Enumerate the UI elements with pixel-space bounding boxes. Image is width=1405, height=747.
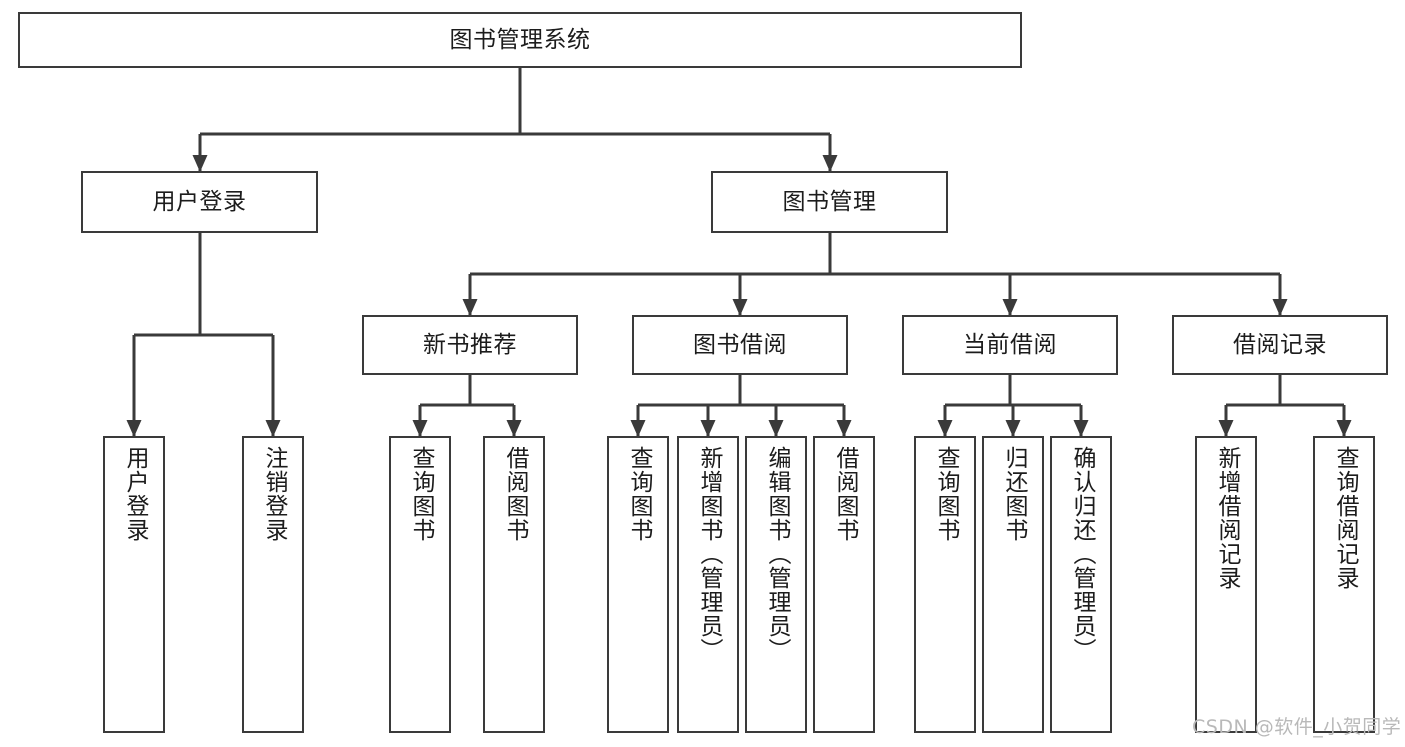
node-leaf-add-borrow-record[interactable]: 新增借阅记录 xyxy=(1195,436,1257,733)
node-label: 确认归还（管理员） xyxy=(1068,446,1095,662)
arrow-head xyxy=(412,420,428,437)
node-label: 查询图书 xyxy=(932,446,959,542)
node-leaf-query-book-rec[interactable]: 查询图书 xyxy=(389,436,451,733)
node-label: 图书管理 xyxy=(782,188,877,215)
arrow-head xyxy=(265,420,281,437)
arrow-head xyxy=(732,299,748,316)
arrow-head xyxy=(700,420,716,437)
node-label: 查询借阅记录 xyxy=(1331,446,1358,590)
node-leaf-user-logout[interactable]: 注销登录 xyxy=(242,436,304,733)
arrow-head xyxy=(768,420,784,437)
arrow-head xyxy=(1005,420,1021,437)
node-label: 编辑图书（管理员） xyxy=(763,446,790,662)
node-label: 用户登录 xyxy=(152,188,247,215)
node-label: 归还图书 xyxy=(1000,446,1027,542)
node-leaf-edit-book-admin[interactable]: 编辑图书（管理员） xyxy=(745,436,807,733)
arrow-head xyxy=(126,420,142,437)
node-leaf-borrow-book[interactable]: 借阅图书 xyxy=(813,436,875,733)
arrow-head xyxy=(506,420,522,437)
node-root[interactable]: 图书管理系统 xyxy=(18,12,1022,68)
node-book-manage[interactable]: 图书管理 xyxy=(711,171,948,233)
node-label: 借阅记录 xyxy=(1233,331,1327,358)
node-label: 新书推荐 xyxy=(423,331,517,358)
node-leaf-query-book-borrow[interactable]: 查询图书 xyxy=(607,436,669,733)
node-label: 查询图书 xyxy=(625,446,652,542)
node-leaf-borrow-book-rec[interactable]: 借阅图书 xyxy=(483,436,545,733)
arrow-head xyxy=(937,420,953,437)
arrow-head xyxy=(192,155,208,172)
node-new-book-recommend[interactable]: 新书推荐 xyxy=(362,315,578,375)
node-leaf-add-book-admin[interactable]: 新增图书（管理员） xyxy=(677,436,739,733)
arrow-head xyxy=(462,299,478,316)
node-label: 用户登录 xyxy=(121,446,148,542)
arrow-head xyxy=(1073,420,1089,437)
node-label: 新增图书（管理员） xyxy=(695,446,722,662)
node-label: 借阅图书 xyxy=(831,446,858,542)
node-leaf-return-book[interactable]: 归还图书 xyxy=(982,436,1044,733)
node-borrow-record[interactable]: 借阅记录 xyxy=(1172,315,1388,375)
arrow-head xyxy=(822,155,838,172)
arrow-head xyxy=(1002,299,1018,316)
node-label: 图书借阅 xyxy=(693,331,787,358)
node-label: 当前借阅 xyxy=(963,331,1057,358)
node-leaf-confirm-return-admin[interactable]: 确认归还（管理员） xyxy=(1050,436,1112,733)
node-current-borrow[interactable]: 当前借阅 xyxy=(902,315,1118,375)
arrow-head xyxy=(836,420,852,437)
arrow-head xyxy=(630,420,646,437)
node-label: 新增借阅记录 xyxy=(1213,446,1240,590)
node-leaf-query-book-current[interactable]: 查询图书 xyxy=(914,436,976,733)
node-user-login[interactable]: 用户登录 xyxy=(81,171,318,233)
node-label: 查询图书 xyxy=(407,446,434,542)
node-label: 图书管理系统 xyxy=(449,26,591,53)
node-label: 借阅图书 xyxy=(501,446,528,542)
node-book-borrow[interactable]: 图书借阅 xyxy=(632,315,848,375)
node-label: 注销登录 xyxy=(260,446,287,542)
watermark: CSDN @软件_小贺同学 xyxy=(1192,716,1402,738)
node-leaf-user-login[interactable]: 用户登录 xyxy=(103,436,165,733)
node-leaf-query-borrow-record[interactable]: 查询借阅记录 xyxy=(1313,436,1375,733)
arrow-head xyxy=(1272,299,1288,316)
arrow-head xyxy=(1336,420,1352,437)
arrow-head xyxy=(1218,420,1234,437)
